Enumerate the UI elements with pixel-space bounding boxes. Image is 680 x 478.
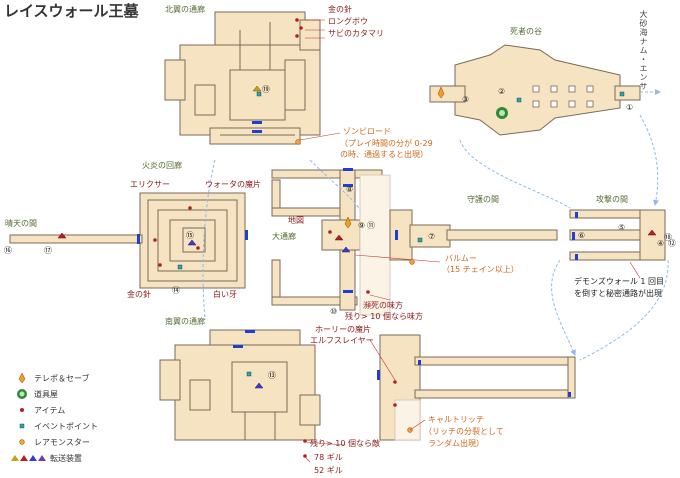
guard-room-area xyxy=(389,209,558,261)
route-lines xyxy=(202,89,669,361)
loc-11: ⑪ xyxy=(367,221,375,230)
north-wing-walls xyxy=(194,22,306,136)
item-holy-shard: ホーリーの魔片 xyxy=(315,325,371,334)
loc-4: ④ xyxy=(657,239,665,248)
north-wing-area xyxy=(164,11,321,145)
item-rust-lump: サビのカタマリ xyxy=(328,29,384,38)
legend-item-label: アイテム xyxy=(34,405,66,415)
teleport-device-icon xyxy=(10,453,50,463)
loc-14: ⑭ xyxy=(172,286,180,295)
loc-9: ⑨ xyxy=(358,221,366,230)
loc-15: ⑮ xyxy=(186,231,194,240)
room-guard: 守護の間 xyxy=(467,195,499,204)
legend-rare: レアモンスター xyxy=(10,436,90,448)
room-great-corridor: 大通廊 xyxy=(272,232,296,241)
item-gold-needle-n: 金の針 xyxy=(328,5,352,14)
item-dot-icon xyxy=(10,406,34,414)
fire-corridor-walls xyxy=(147,199,238,282)
dead-valley-pillars xyxy=(532,85,594,108)
save-crystal-icon xyxy=(10,372,34,384)
map-title: レイスウォール王墓 xyxy=(4,2,139,20)
great-corridor-area xyxy=(271,169,383,311)
item-52-gil: 52 ギル xyxy=(314,466,343,475)
item-elvenslayer: エルフスレイヤー xyxy=(310,336,374,345)
loc-17: ⑰ xyxy=(44,246,52,255)
item-white-fang: 白い牙 xyxy=(213,290,237,299)
note-balmung: バルムー xyxy=(445,254,477,263)
loc-2: ② xyxy=(498,87,506,96)
loc-13: ⑬ xyxy=(268,371,276,380)
loc-7: ⑦ xyxy=(428,232,436,241)
item-78-gil: 78 ギル xyxy=(314,453,343,462)
note-balmung-cond: （15 チェイン以上） xyxy=(442,265,519,274)
note-demon-wall-2: を倒すと秘密通路が出現 xyxy=(574,289,662,298)
note-enemy: 残り> 10 個なら敵 xyxy=(310,439,380,448)
legend-save-label: テレポ＆セーブ xyxy=(34,373,90,383)
legend-save: テレポ＆セーブ xyxy=(10,372,90,384)
south-east-ghost xyxy=(394,399,421,441)
south-wing-walls xyxy=(189,361,288,440)
item-markers xyxy=(153,18,397,458)
legend-shop: 道具屋 xyxy=(10,388,58,400)
loc-5: ⑤ xyxy=(618,223,626,232)
note-ally-1: 瀕死の味方 xyxy=(363,301,403,310)
note-carrot-cond-2: ランダム出現） xyxy=(428,439,484,448)
loc-16: ⑯ xyxy=(4,246,12,255)
loc-1: ① xyxy=(626,103,634,112)
loc-10: ⑩ xyxy=(330,307,338,316)
save-crystals xyxy=(344,86,445,229)
item-water-shard: ウォータの魔片 xyxy=(205,180,261,189)
room-fire-corridor: 火炎の回廊 xyxy=(142,161,182,170)
legend-teleport-label: 転送装置 xyxy=(50,453,82,463)
event-point-icon xyxy=(10,422,34,430)
legend-rare-label: レアモンスター xyxy=(34,437,90,447)
item-longbow: ロングボウ xyxy=(328,17,368,26)
room-attack: 攻撃の間 xyxy=(596,195,628,204)
shop-icon xyxy=(10,388,34,400)
room-sky: 晴天の間 xyxy=(5,219,37,228)
teleport-devices xyxy=(57,85,657,389)
loc-8: ⑧ xyxy=(346,185,354,194)
item-map: 地図 xyxy=(288,216,304,225)
note-zombie-cond-1: （プレイ時間の分が 0-29 xyxy=(340,139,433,148)
note-demon-wall-1: デモンズウォール 1 回目 xyxy=(574,277,665,286)
leader-lines xyxy=(299,19,641,463)
legend-shop-label: 道具屋 xyxy=(34,389,58,399)
note-carrot-cond-1: （リッチの分裂として xyxy=(424,427,504,436)
item-elixir: エリクサー xyxy=(130,180,170,189)
rare-monster-icon xyxy=(10,438,34,446)
great-corridor-ghost xyxy=(359,174,391,316)
legend-teleport: 転送装置 xyxy=(10,452,82,464)
loc-6: ⑥ xyxy=(578,231,586,240)
item-gold-needle: 金の針 xyxy=(127,290,151,299)
doors xyxy=(137,121,578,397)
exit-label: 大砂海ナム・エンサ xyxy=(639,10,648,91)
note-carrot-lich: キャルトリッチ xyxy=(428,415,484,424)
loc-19: ⑲ xyxy=(262,85,270,94)
rare-markers xyxy=(295,139,415,433)
note-zombie-lord: ゾンビロード xyxy=(343,127,391,136)
room-dead-valley: 死者の谷 xyxy=(510,27,542,36)
room-south-wing: 南翼の通廊 xyxy=(165,317,205,326)
note-ally-2: 残り> 10 個なら味方 xyxy=(345,312,423,321)
loc-12: ⑫ xyxy=(668,239,676,248)
legend-event-label: イベントポイント xyxy=(34,421,98,431)
room-north-wing: 北翼の通廊 xyxy=(165,5,205,14)
legend-event: イベントポイント xyxy=(10,420,98,432)
note-zombie-cond-2: の時、通過すると出現） xyxy=(340,150,428,159)
legend-item: アイテム xyxy=(10,404,65,416)
event-markers xyxy=(177,91,625,377)
sky-room-area xyxy=(9,234,143,244)
shop-marker xyxy=(496,107,508,119)
loc-3: ③ xyxy=(462,95,470,104)
loc-18: ⑱ xyxy=(664,233,672,242)
